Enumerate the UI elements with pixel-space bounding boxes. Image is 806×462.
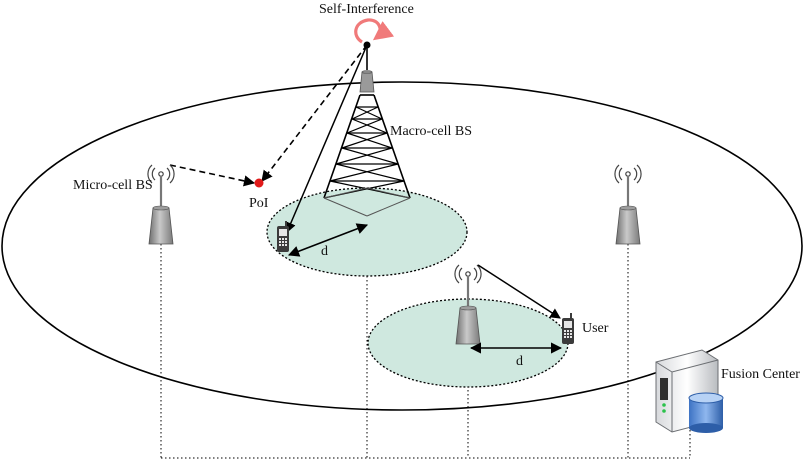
micro-bs-left-icon	[146, 163, 176, 246]
poi-label: PoI	[249, 196, 269, 211]
handset-user-icon	[561, 312, 575, 345]
self-interference-label: Self-Interference	[319, 2, 414, 17]
distance-label-left: d	[321, 244, 328, 259]
macro-bs-tower-icon	[323, 45, 411, 217]
fusion-center-label: Fusion Center	[721, 367, 800, 382]
distance-arrow-left	[287, 223, 369, 257]
small-cell-left	[266, 187, 468, 277]
user-label: User	[582, 321, 609, 336]
macro-cell-boundary	[1, 81, 803, 411]
micro-cell-bs-label: Micro-cell BS	[73, 178, 153, 193]
self-interference-arrow-icon	[354, 18, 395, 44]
poi-dot	[254, 178, 264, 188]
macro-cell-bs-label: Macro-cell BS	[390, 124, 472, 139]
micro-bs-right-icon	[613, 163, 643, 246]
distance-label-right: d	[516, 354, 523, 369]
micro-to-user-link	[477, 264, 561, 319]
interference-links	[169, 44, 368, 187]
database-icon	[688, 392, 724, 433]
macro-to-handset-link	[285, 44, 368, 233]
